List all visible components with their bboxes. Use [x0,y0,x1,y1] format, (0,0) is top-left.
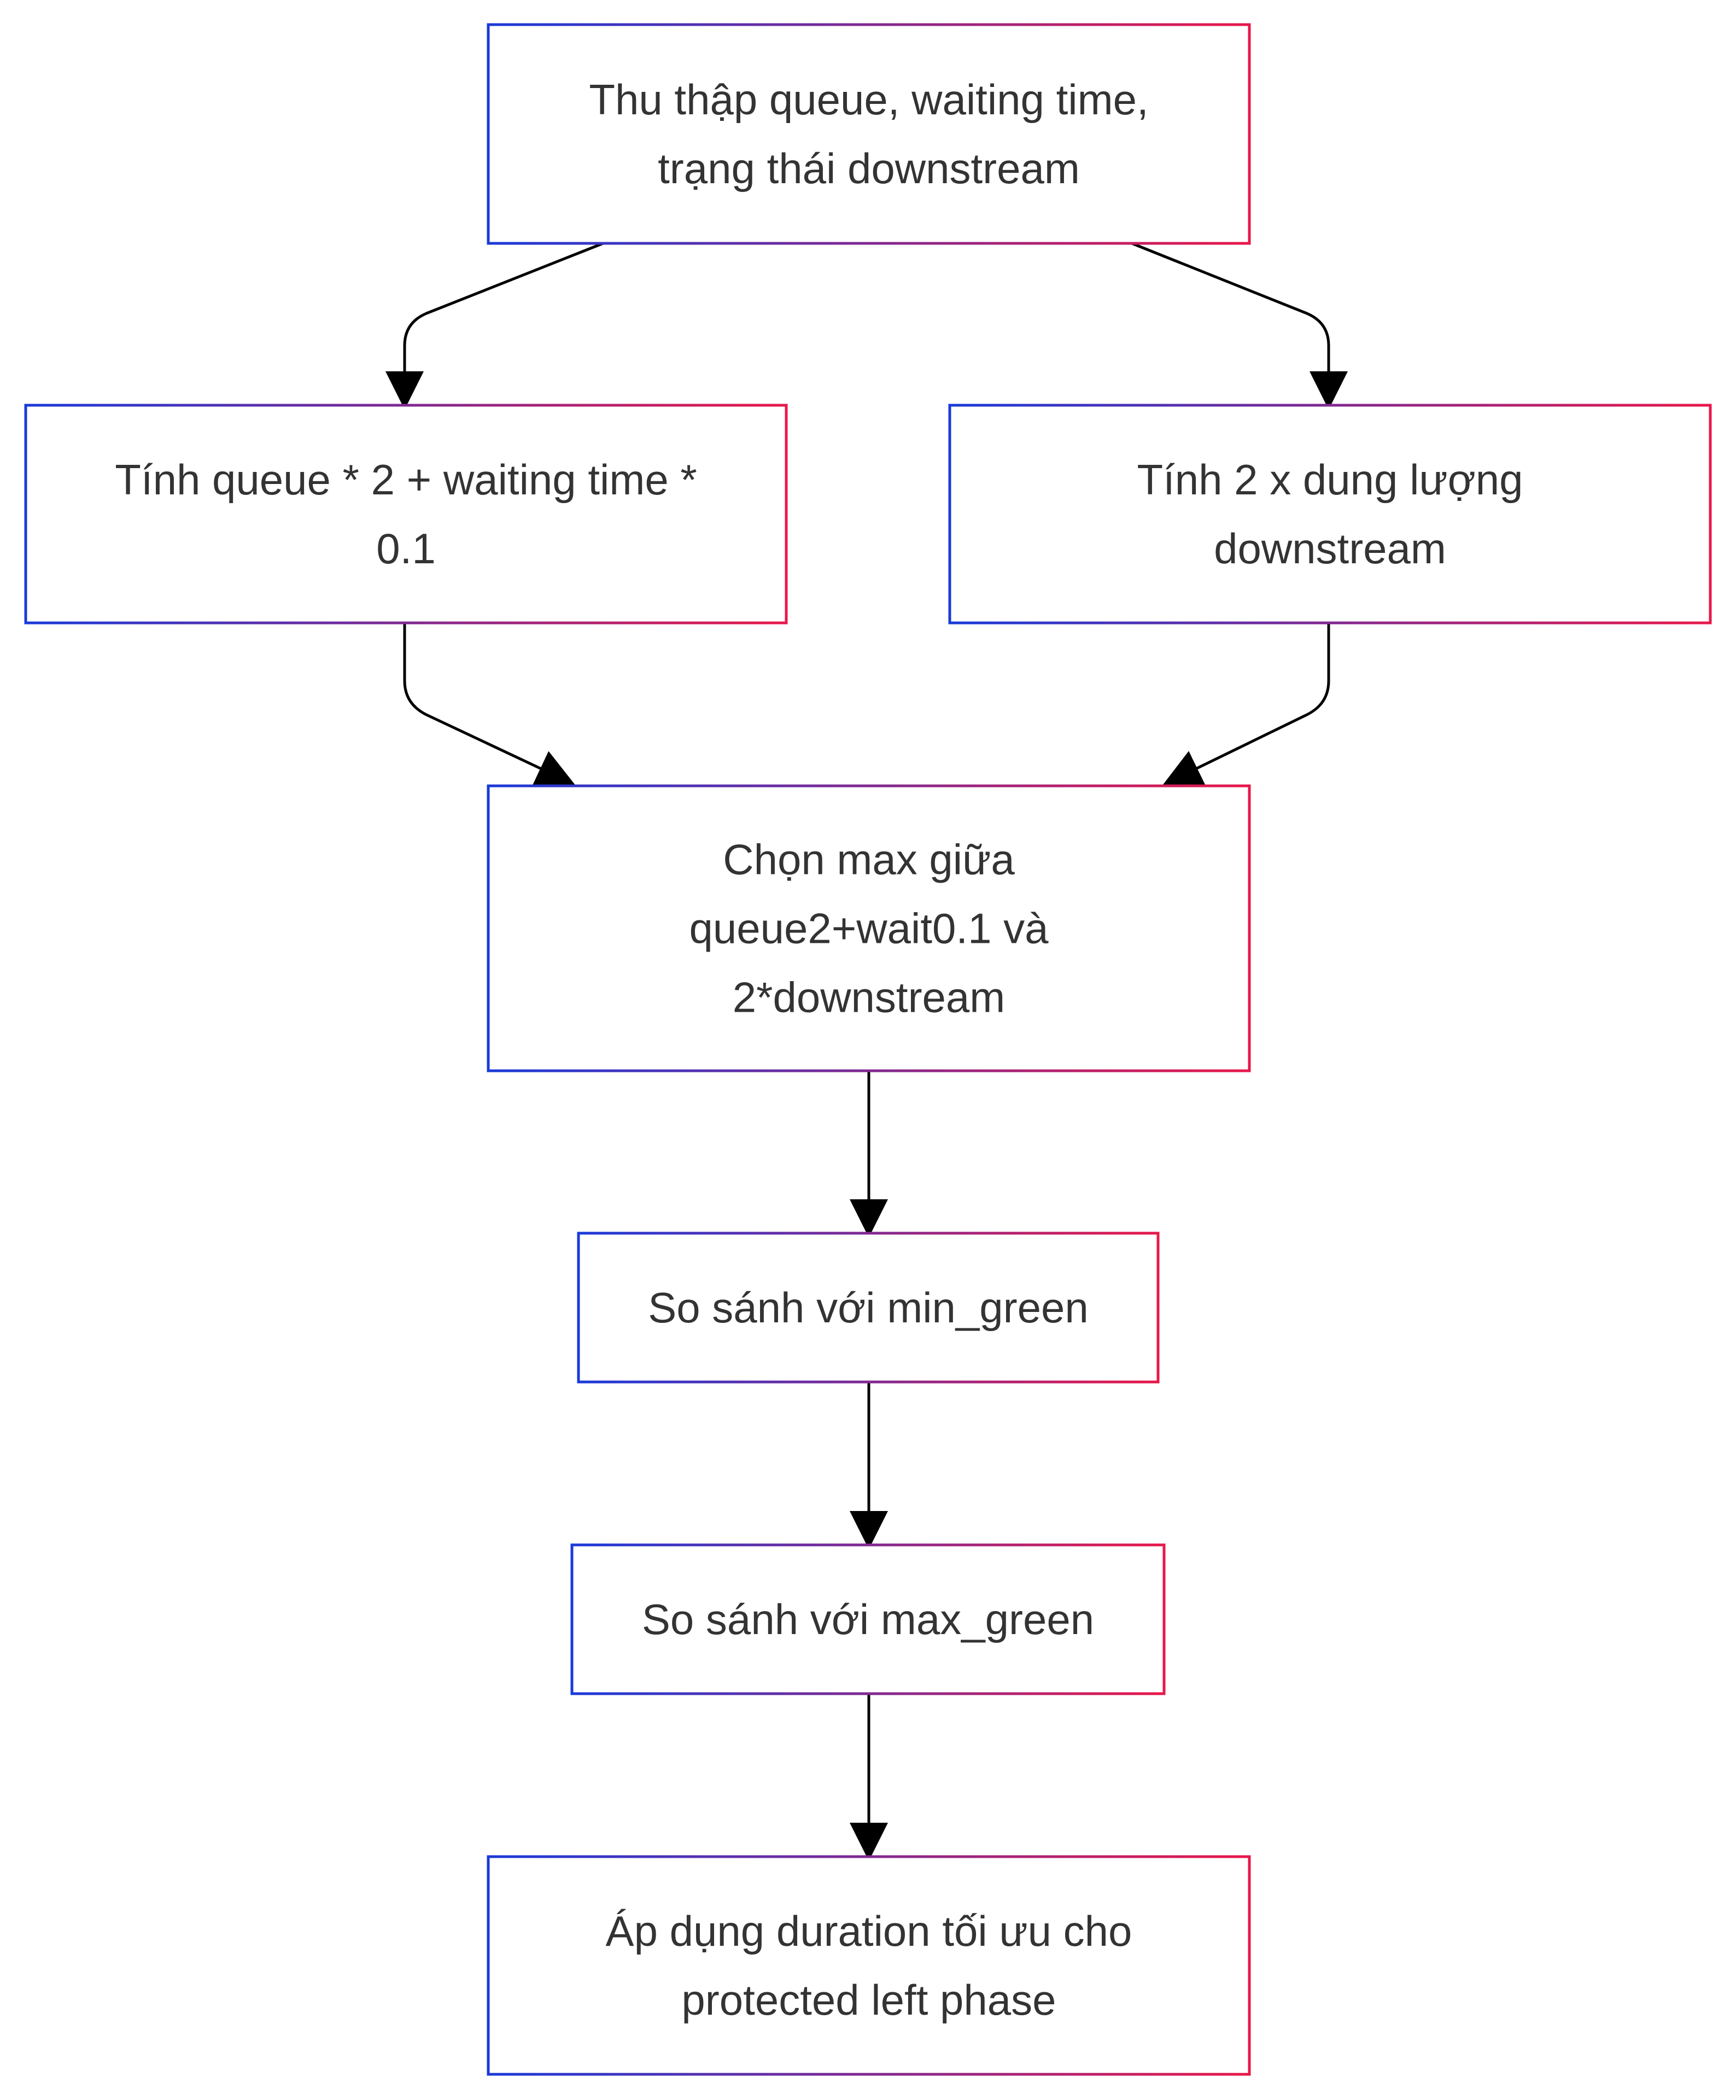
node-label-line: Thu thập queue, waiting time, [589,75,1148,124]
node-label-line: Áp dụng duration tối ưu cho [606,1907,1132,1955]
node-box [577,1232,1160,1384]
node-calc-downstream: Tính 2 x dung lượng downstream [948,404,1712,625]
edge-calc-queue-to-choose-max [403,623,575,786]
node-label-line: downstream [1214,524,1446,573]
node-label-line: Tính queue * 2 + waiting time * [115,456,697,504]
node-collect: Thu thập queue, waiting time, trạng thái … [487,23,1251,245]
node-apply: Áp dụng duration tối ưu cho protected lef… [487,1855,1251,2076]
node-box [487,1855,1251,2076]
edge-collect-to-calc-downstream [1131,242,1348,410]
node-label-line: So sánh với min_green [648,1284,1089,1332]
node-label-line: Chọn max giữa [723,836,1015,884]
node-label-line: So sánh với max_green [642,1595,1094,1643]
edge-calc-downstream-to-choose-max [1162,623,1330,786]
node-label-line: protected left phase [681,1976,1056,2024]
node-label-line: 2*downstream [733,973,1006,1022]
edges [385,242,1348,1861]
node-choose-max: Chọn max giữa queue2+wait0.1 và 2*downstre… [487,784,1251,1072]
nodes: Thu thập queue, waiting time, trạng thái … [24,23,1712,2076]
node-box [24,404,788,625]
node-box [487,784,1251,1072]
node-label-line: 0.1 [376,524,435,573]
node-label-line: trạng thái downstream [658,144,1080,192]
node-calc-queue: Tính queue * 2 + waiting time * 0.1 [24,404,788,625]
node-box [948,404,1712,625]
node-label-line: queue2+wait0.1 và [689,905,1049,953]
node-compare-min: So sánh với min_green [577,1232,1160,1384]
node-box [487,23,1251,245]
node-compare-max: So sánh với max_green [570,1543,1166,1695]
node-label-line: Tính 2 x dung lượng [1137,456,1523,504]
node-box [570,1543,1166,1695]
edge-collect-to-calc-queue [385,242,604,410]
